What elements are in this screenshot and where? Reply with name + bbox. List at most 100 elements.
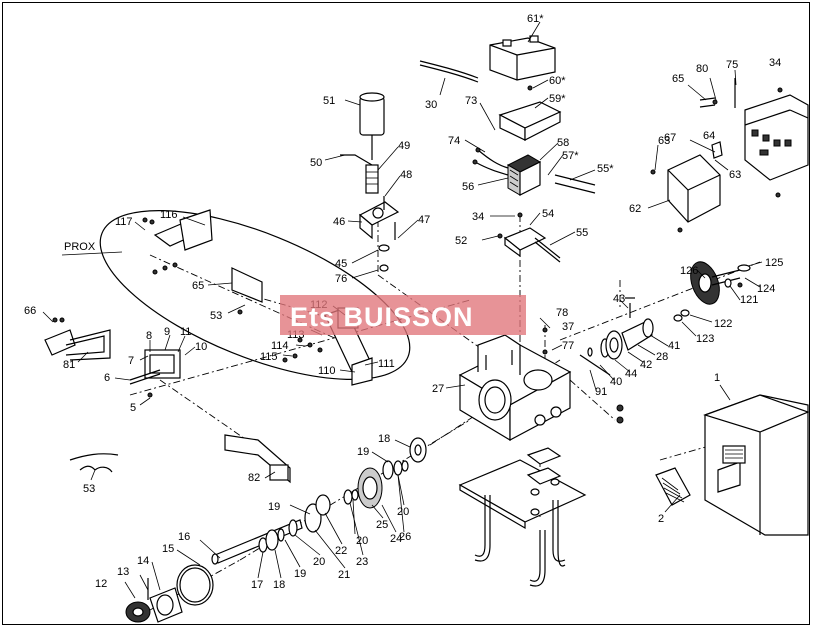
callout-91: 91: [595, 386, 607, 398]
callout-20-mid: 20: [356, 535, 368, 547]
callout-21: 21: [338, 569, 350, 581]
callout-47: 47: [418, 214, 430, 226]
callout-56: 56: [462, 181, 474, 193]
callout-24: 24: [390, 533, 402, 545]
callout-63-left: 63: [658, 135, 670, 147]
callout-60-star: 60*: [549, 75, 566, 87]
base-plate-part: [458, 447, 587, 587]
callout-55: 55: [576, 227, 588, 239]
callout-25: 25: [376, 519, 388, 531]
callout-49: 49: [398, 140, 410, 152]
callout-40: 40: [610, 376, 622, 388]
callout-13: 13: [117, 566, 129, 578]
callout-114: 114: [271, 340, 289, 352]
cover-part: [498, 85, 562, 141]
callout-45: 45: [335, 258, 347, 270]
control-board-part: [667, 78, 809, 223]
callout-17: 17: [251, 579, 263, 591]
callout-78: 78: [556, 307, 568, 319]
callout-54: 54: [542, 208, 554, 220]
callout-76: 76: [335, 273, 347, 285]
callout-62: 62: [629, 203, 641, 215]
callout-73: 73: [465, 95, 477, 107]
leader-lines: [42, 21, 763, 599]
callout-30: 30: [425, 99, 437, 111]
callout-11: 11: [180, 326, 191, 338]
callout-5: 5: [130, 402, 136, 414]
transformer-part: [472, 147, 596, 196]
callout-117: 117: [115, 216, 133, 228]
callout-125: 125: [765, 257, 783, 269]
callout-55-star: 55*: [597, 163, 614, 175]
callout-14: 14: [137, 555, 149, 567]
callout-110: 110: [318, 365, 336, 377]
callout-23: 23: [356, 556, 368, 568]
cable-part: [419, 64, 479, 83]
callout-63-right: 63: [729, 169, 741, 181]
bracket-part: [358, 196, 400, 272]
callout-20-right: 20: [397, 506, 409, 518]
callout-2: 2: [658, 513, 664, 525]
callout-111: 111: [378, 358, 395, 370]
callout-57-star: 57*: [562, 150, 579, 162]
callout-51: 51: [323, 95, 335, 107]
callout-19-left: 19: [268, 501, 280, 513]
callout-16: 16: [178, 531, 190, 543]
worm-shaft-part: [176, 437, 427, 606]
callout-44: 44: [625, 368, 637, 380]
limit-bracket-part: [44, 329, 181, 385]
callout-41: 41: [668, 340, 680, 352]
callout-12: 12: [95, 578, 107, 590]
callout-66: 66: [24, 305, 36, 317]
watermark: Ets BUISSON: [280, 295, 526, 335]
callout-58: 58: [557, 137, 569, 149]
motor-cover-part: [703, 394, 810, 536]
callout-82: 82: [248, 472, 260, 484]
callout-15: 15: [162, 543, 174, 555]
callout-26: 26: [399, 531, 411, 543]
release-knob-part: [673, 261, 751, 322]
grille-part: [655, 467, 691, 506]
callout-8: 8: [146, 330, 152, 342]
callout-43: 43: [613, 293, 625, 305]
callout-64: 64: [703, 130, 715, 142]
callout-123: 123: [696, 333, 714, 345]
prox-group-label: PROX: [64, 241, 96, 253]
switch-bracket-part: [224, 434, 291, 484]
callout-50: 50: [310, 157, 322, 169]
callout-20-shaft: 20: [313, 556, 325, 568]
callout-74: 74: [448, 135, 460, 147]
callout-1: 1: [714, 372, 720, 384]
callout-labels: 61* 60* 59* 30 51 50 49 48 47 46 45 76 7…: [24, 13, 783, 591]
callout-53-prox: 53: [210, 310, 222, 322]
callout-124: 124: [757, 283, 775, 295]
callout-67: 67: [664, 132, 676, 144]
mounting-plate-part: [497, 212, 561, 263]
callout-77: 77: [562, 340, 574, 352]
callout-52: 52: [455, 235, 467, 247]
callout-18-shaft: 18: [273, 579, 285, 591]
output-shaft-part: [579, 297, 654, 376]
callout-42: 42: [640, 359, 652, 371]
callout-28: 28: [656, 351, 668, 363]
battery-part: [489, 35, 556, 81]
prox-group-outline: [99, 209, 411, 381]
callout-19-right: 19: [357, 446, 369, 458]
callout-61-star: 61*: [527, 13, 544, 25]
callout-48: 48: [400, 169, 412, 181]
callout-9: 9: [164, 326, 170, 338]
capacitor-part: [340, 92, 385, 194]
callout-18-right: 18: [378, 433, 390, 445]
callout-80: 80: [696, 63, 708, 75]
callout-6: 6: [104, 372, 110, 384]
callout-53-spring: 53: [83, 483, 95, 495]
gearbox-housing-part: [458, 334, 572, 442]
motor-end-part: [125, 578, 183, 623]
callout-122: 122: [714, 318, 732, 330]
callout-65-prox: 65: [192, 280, 204, 292]
callout-75: 75: [726, 59, 738, 71]
callout-116: 116: [160, 209, 178, 221]
callout-27: 27: [432, 383, 444, 395]
fasteners: [52, 169, 781, 424]
